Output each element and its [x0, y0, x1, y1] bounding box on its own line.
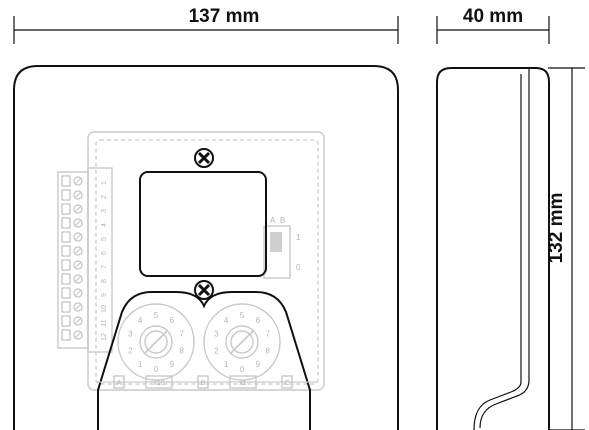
height-dimension-label: 132 mm	[546, 193, 567, 264]
terminal-12: 12	[61, 329, 108, 341]
dial-number: 9	[256, 360, 261, 369]
bottom-screw-icon	[194, 280, 214, 300]
terminal-3: 3	[61, 203, 108, 215]
dial-cover-panel	[97, 291, 311, 430]
dial-number: 1	[224, 360, 229, 369]
terminal-number: 11	[101, 319, 108, 326]
dial-number: 6	[170, 316, 175, 325]
terminal-7: 7	[61, 259, 108, 271]
terminal-4: 4	[61, 217, 108, 229]
dial-number: 5	[240, 311, 245, 320]
dial-number: 8	[179, 346, 184, 355]
front-housing-outline	[13, 65, 399, 430]
dial-number: 1	[138, 360, 143, 369]
dial-number: 2	[214, 346, 219, 355]
terminal-11: 11	[61, 315, 108, 327]
dial-number: 0	[240, 365, 245, 374]
display-window	[139, 171, 267, 277]
rotary-dial-x10: 0 12 34 5 67 89	[117, 303, 195, 381]
dial-number: 3	[128, 330, 133, 339]
top-screw-icon	[194, 148, 214, 168]
switch-label-b: B	[280, 216, 285, 225]
dial-number: 4	[138, 316, 143, 325]
dial-number: 5	[154, 311, 159, 320]
rotary-dial-x1: 0 12 34 5 67 89	[203, 303, 281, 381]
terminal-5: 5	[61, 231, 108, 243]
strip-label: B	[201, 380, 206, 387]
terminal-number: 2	[101, 195, 108, 199]
dial-number: 8	[265, 346, 270, 355]
dial-number: 7	[179, 330, 184, 339]
terminal-number: 6	[101, 251, 108, 255]
terminal-number: 5	[101, 237, 108, 241]
dial-number: 7	[265, 330, 270, 339]
terminal-number: 10	[101, 305, 108, 313]
terminal-number: 8	[101, 279, 108, 283]
switch-label-a: A	[270, 216, 276, 225]
terminal-2: 2	[61, 189, 108, 201]
slide-switch: A B 1 0	[263, 216, 301, 279]
terminal-9: 9	[61, 287, 108, 299]
depth-dimension: 40 mm	[436, 6, 550, 44]
dial-number: 9	[170, 360, 175, 369]
terminal-8: 8	[61, 273, 108, 285]
terminal-10: 10	[61, 301, 108, 313]
terminal-number: 3	[101, 209, 108, 213]
strip-label: x1	[239, 380, 247, 387]
terminal-number: 4	[101, 223, 108, 227]
strip-label: A	[117, 380, 122, 387]
dial-number: 0	[154, 365, 159, 374]
width-dimension-label: 137 mm	[189, 6, 260, 27]
switch-position-1: 1	[296, 233, 301, 242]
dial-number: 2	[128, 346, 133, 355]
width-dimension: 137 mm	[13, 6, 399, 44]
dial-number: 6	[256, 316, 261, 325]
side-view-housing	[436, 67, 550, 430]
strip-label: x10	[153, 380, 164, 387]
dial-number: 4	[224, 316, 229, 325]
terminal-number: 9	[101, 293, 108, 297]
terminal-number: 1	[101, 181, 108, 185]
depth-dimension-label: 40 mm	[463, 6, 523, 27]
switch-position-0: 0	[296, 263, 301, 272]
dial-number: 3	[214, 330, 219, 339]
strip-label: C	[284, 380, 289, 387]
internal-board-ghost	[87, 131, 325, 391]
terminal-6: 6	[61, 245, 108, 257]
terminal-number: 12	[101, 333, 108, 341]
height-dimension: 132 mm	[546, 67, 585, 430]
terminal-number: 7	[101, 265, 108, 269]
terminal-1: 1	[61, 175, 108, 187]
